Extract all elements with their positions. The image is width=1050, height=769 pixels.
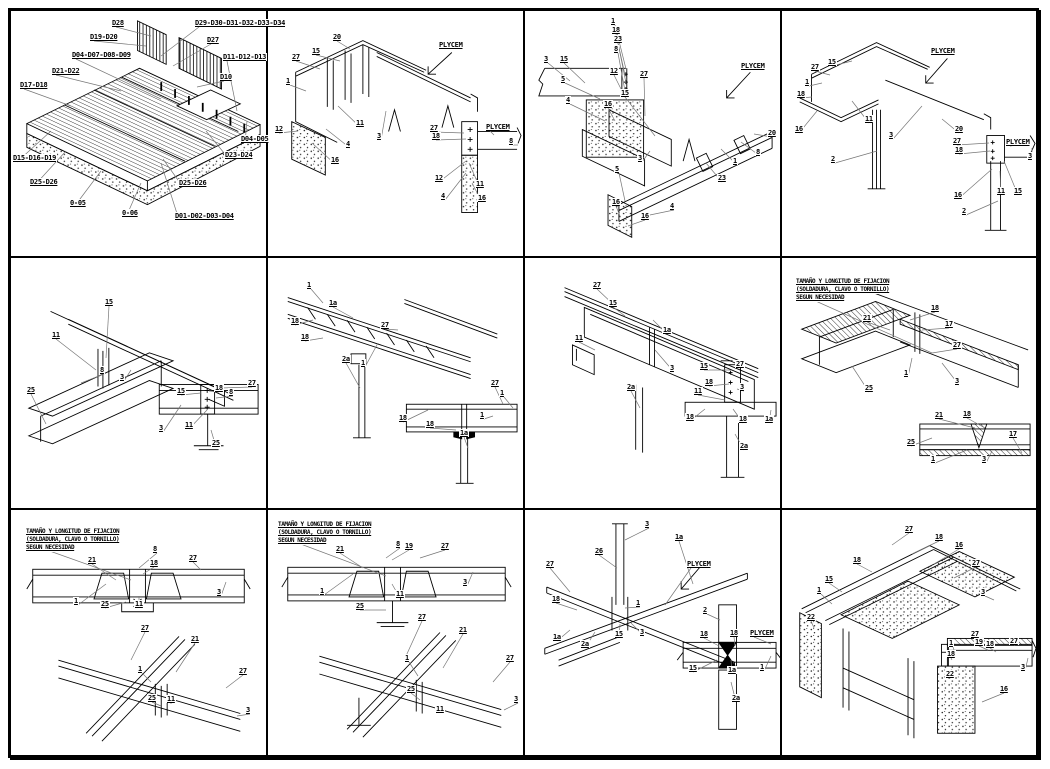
beam-splice-bolt-drawing	[281, 566, 512, 738]
panel-joist-to-beam-welded: TAMAÑO Y LONGITUD DE FIJACION(SOLDADURA,…	[782, 258, 1036, 510]
joist-over-beam-drawing	[27, 310, 259, 451]
floor-edge-masonry-drawing	[799, 545, 1036, 739]
joist-bearing-drawing	[538, 67, 773, 238]
welded-joist-drawing	[800, 293, 1031, 457]
panel-beam-splice-weld-detail: TAMAÑO Y LONGITUD DE FIJACION(SOLDADURA,…	[11, 510, 268, 755]
column-joist-drawing	[544, 523, 780, 730]
fascia-column-drawing	[564, 287, 777, 478]
track-splice-drawing	[287, 297, 518, 484]
floor-framing-drawing	[25, 20, 262, 206]
rim-track-column-drawing	[799, 42, 1036, 231]
rim-track-drawing	[291, 40, 522, 213]
panel-beam-splice-bolt-detail: TAMAÑO Y LONGITUD DE FIJACION(SOLDADURA,…	[268, 510, 525, 755]
beam-splice-weld-drawing	[26, 568, 251, 742]
